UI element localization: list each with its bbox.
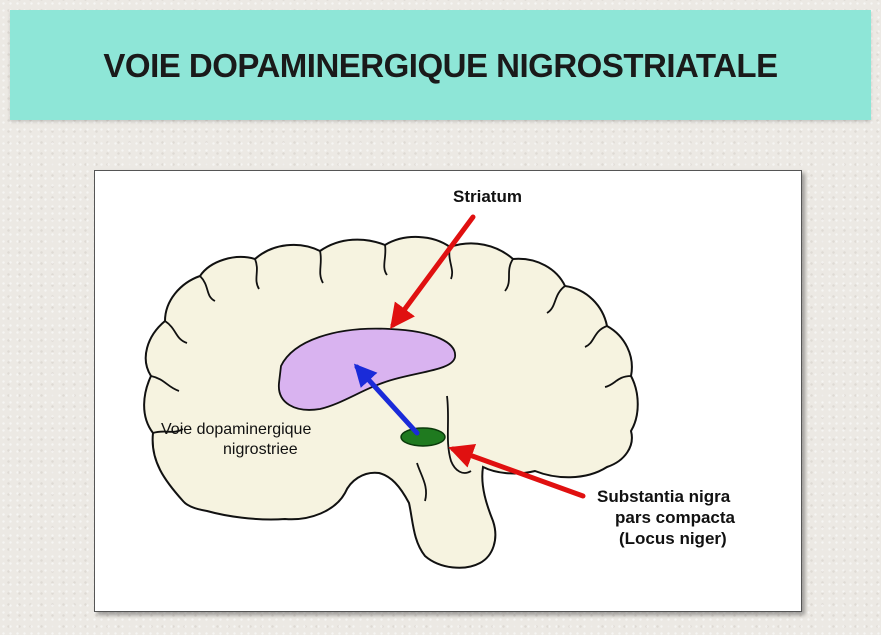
page-title: VOIE DOPAMINERGIQUE NIGROSTRIATALE <box>10 47 871 85</box>
substantia-nigra-shape <box>401 428 445 446</box>
diagram-panel: Striatum Voie dopaminergique nigrostriee… <box>94 170 802 612</box>
pathway-label-line2: nigrostriee <box>223 441 298 459</box>
title-banner: VOIE DOPAMINERGIQUE NIGROSTRIATALE <box>10 10 871 120</box>
substantia-nigra-label-line3: (Locus niger) <box>619 529 727 549</box>
substantia-nigra-label-line1: Substantia nigra <box>597 487 730 507</box>
striatum-label: Striatum <box>453 187 522 207</box>
substantia-nigra-label-line2: pars compacta <box>615 508 735 528</box>
pathway-label-line1: Voie dopaminergique <box>161 421 311 439</box>
